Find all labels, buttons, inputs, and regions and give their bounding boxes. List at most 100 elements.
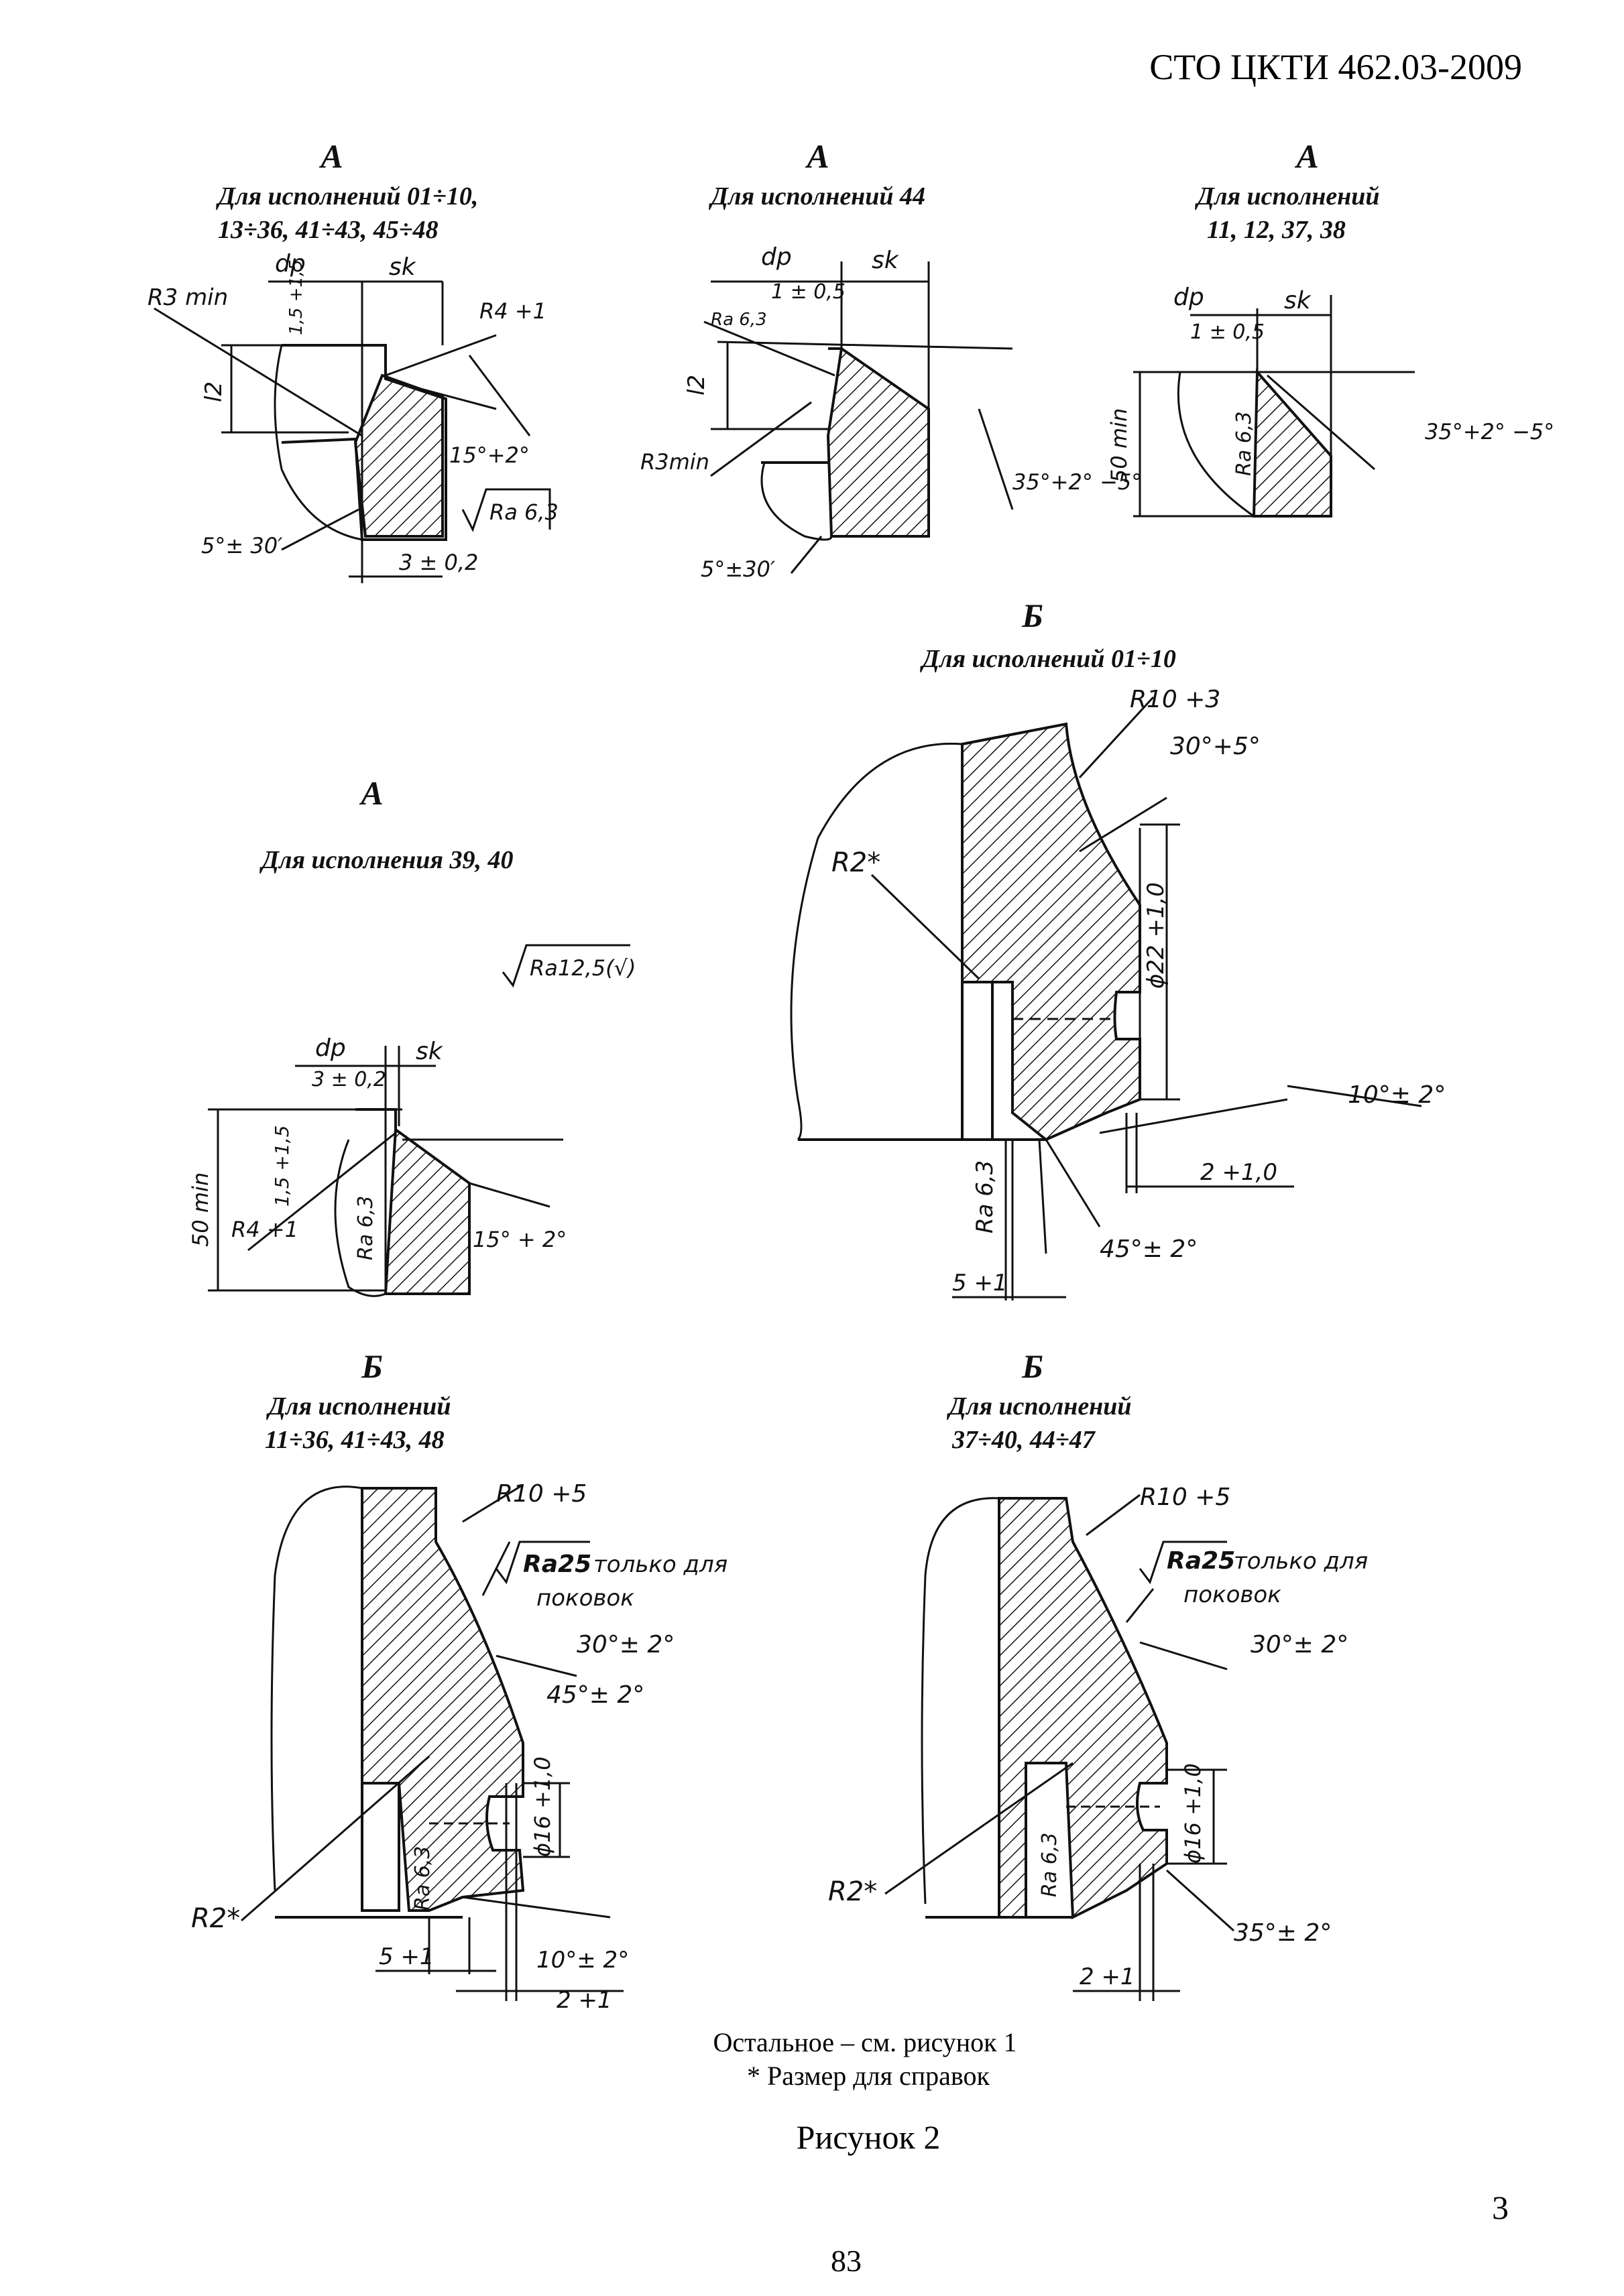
view-b3-note-forgings: поковок: [1183, 1581, 1281, 1608]
view-b2-leader: [462, 1896, 611, 1919]
view-b1-leader: [1079, 796, 1167, 853]
view-a1: А Для исполнений 01÷10, 13÷36, 41÷43, 45…: [148, 137, 559, 583]
view-a4-caption-line1: Для исполнения 39, 40: [259, 846, 514, 874]
view-b2-nozzle-section: [361, 1487, 525, 1912]
view-a4-dim-dp: dp: [315, 1034, 346, 1062]
view-a2-roughness-value: Ra 6,3: [711, 310, 767, 330]
view-b1-caption-line1: Для исполнений 01÷10: [920, 645, 1176, 673]
view-a2-dim-line: [717, 341, 1013, 350]
view-a3: А Для исполнений 11, 12, 37, 38 dp sk 1 …: [1106, 137, 1554, 518]
view-a3-dim-angle35: 35°+2° −5°: [1425, 419, 1554, 444]
view-a1-dim-l2: l2: [200, 381, 227, 402]
view-b2-roughness-value: Ra 6,3: [411, 1846, 434, 1911]
view-b1-leader: [1045, 1139, 1101, 1227]
view-a3-dim-dp: dp: [1173, 284, 1204, 311]
view-a4-dim-3: 3 ± 0,2: [312, 1068, 386, 1091]
view-a2-leader: [978, 408, 1014, 510]
view-b2-caption-line2: 11÷36, 41÷43, 48: [265, 1426, 445, 1454]
view-b2-leader: [496, 1654, 577, 1677]
view-b2-dim-angle30: 30°± 2°: [577, 1631, 675, 1658]
view-b3-leader: [1125, 1588, 1155, 1623]
view-b2-note-only-for: только для: [593, 1551, 728, 1578]
global-page-number: 83: [831, 2244, 862, 2278]
view-a2-dim-sk: sk: [872, 247, 900, 274]
view-a3-letter: А: [1294, 137, 1318, 175]
view-a4: А Для исполнения 39, 40 Ra12,5(√) dp sk …: [188, 774, 636, 1297]
view-a1-leader: [281, 508, 359, 551]
view-a1-dim-angle5: 5°± 30′: [201, 533, 283, 558]
view-a1-dim-tol15: 1,5 +1,5: [286, 259, 306, 335]
view-a4-dim-angle15: 15° + 2°: [473, 1227, 567, 1252]
view-a2-break-line: [760, 462, 833, 541]
view-b3-dim-r2: R2*: [828, 1876, 877, 1907]
view-a1-letter: А: [318, 137, 343, 175]
view-b3-dim-r10: R10 +5: [1140, 1484, 1230, 1511]
view-a2: А Для исполнений 44 dp sk 1 ± 0,5 Ra 6,3…: [640, 137, 1142, 582]
view-a4-dim-sk: sk: [416, 1038, 444, 1065]
view-a2-dim-1: 1 ± 0,5: [771, 280, 846, 304]
view-b3-caption-line1: Для исполнений: [947, 1392, 1132, 1421]
view-b3-leader: [1139, 1641, 1228, 1671]
view-b3-break-line: [921, 1497, 1000, 1905]
section-page-number: 3: [1492, 2189, 1509, 2226]
view-b3-dim-2: 2 +1: [1080, 1963, 1135, 1990]
view-a3-break-line: [1177, 371, 1255, 518]
view-a4-dim-r4: R4 +1: [231, 1217, 298, 1242]
view-a3-caption-line2: 11, 12, 37, 38: [1207, 216, 1346, 244]
view-a4-letter: А: [359, 774, 383, 812]
view-a3-leader: [1267, 374, 1375, 471]
view-b1-roughness-value: Ra 6,3: [972, 1160, 998, 1233]
view-b2-leader: [462, 1484, 524, 1523]
view-a2-letter: А: [805, 137, 829, 175]
view-b2-break-line: [270, 1486, 363, 1891]
view-b1-leader: [1287, 1085, 1422, 1107]
view-b1-dim-phi22: ϕ22 +1,0: [1143, 882, 1169, 989]
view-a2-leader: [703, 320, 835, 377]
view-a3-dim-1: 1 ± 0,5: [1190, 320, 1265, 344]
view-a1-dim-r4: R4 +1: [479, 298, 546, 324]
view-b3-roughness-ra25: Ra25: [1167, 1547, 1235, 1575]
view-b1-dim-5: 5 +1: [952, 1270, 1008, 1296]
view-b3-letter: Б: [1021, 1347, 1043, 1385]
view-b1-dim-angle30: 30°+5°: [1170, 733, 1261, 760]
view-a1-roughness-mark: [461, 488, 551, 532]
view-b2-dim-r10: R10 +5: [496, 1480, 587, 1508]
view-a1-dim-3: 3 ± 0,2: [399, 550, 478, 575]
view-a2-part-outline: [761, 347, 842, 464]
view-a1-break-line: [274, 345, 363, 541]
view-b2-roughness-mark: [495, 1540, 590, 1585]
view-b2-roughness-ra25: Ra25: [523, 1551, 591, 1578]
view-a1-leader: [154, 307, 363, 437]
view-b2-letter: Б: [361, 1347, 383, 1385]
view-b3-leader: [1165, 1869, 1235, 1932]
view-a4-weld-section: [384, 1127, 471, 1295]
view-b2-dim-r2: R2*: [191, 1903, 240, 1934]
view-b2-shell-wall: [361, 1488, 400, 1912]
view-a2-dim-l2: l2: [683, 375, 710, 396]
view-b1-leader: [1038, 1139, 1047, 1254]
footer-note-reference: * Размер для справок: [747, 2061, 990, 2091]
view-b2: Б Для исполнений 11÷36, 41÷43, 48 R10 +5…: [191, 1347, 728, 2014]
view-b1-dim-r10: R10 +3: [1130, 686, 1220, 713]
view-b3-leader: [884, 1762, 1074, 1895]
view-b2-dim-2: 2 +1: [557, 1987, 612, 2014]
view-a3-dim-50min: 50 min: [1106, 408, 1132, 483]
view-b1-break-line: [790, 742, 963, 1141]
view-a3-caption-line1: Для исполнений: [1195, 182, 1380, 210]
view-a4-dim-50min: 50 min: [188, 1172, 213, 1247]
view-a1-leader: [468, 355, 531, 436]
view-a4-leader: [469, 1182, 550, 1208]
figure-caption: Рисунок 2: [797, 2118, 941, 2156]
view-b3-roughness-mark: [1139, 1540, 1227, 1585]
view-a4-part-outline: [355, 1108, 397, 1133]
view-b1-dim-r2: R2*: [831, 847, 880, 878]
view-a4-general-roughness-mark: [502, 944, 630, 988]
view-b2-note-forgings: поковок: [536, 1585, 634, 1612]
view-a1-leader: [395, 381, 497, 410]
view-a4-general-roughness: Ra12,5(√): [530, 955, 636, 981]
view-a2-leader: [790, 536, 823, 574]
view-b3: Б Для исполнений 37÷40, 44÷47 R10 +5 Ra2…: [828, 1347, 1368, 2001]
view-a3-weld-section: [1252, 368, 1332, 518]
view-a2-dim-angle35: 35°+2° −5°: [1012, 469, 1142, 495]
